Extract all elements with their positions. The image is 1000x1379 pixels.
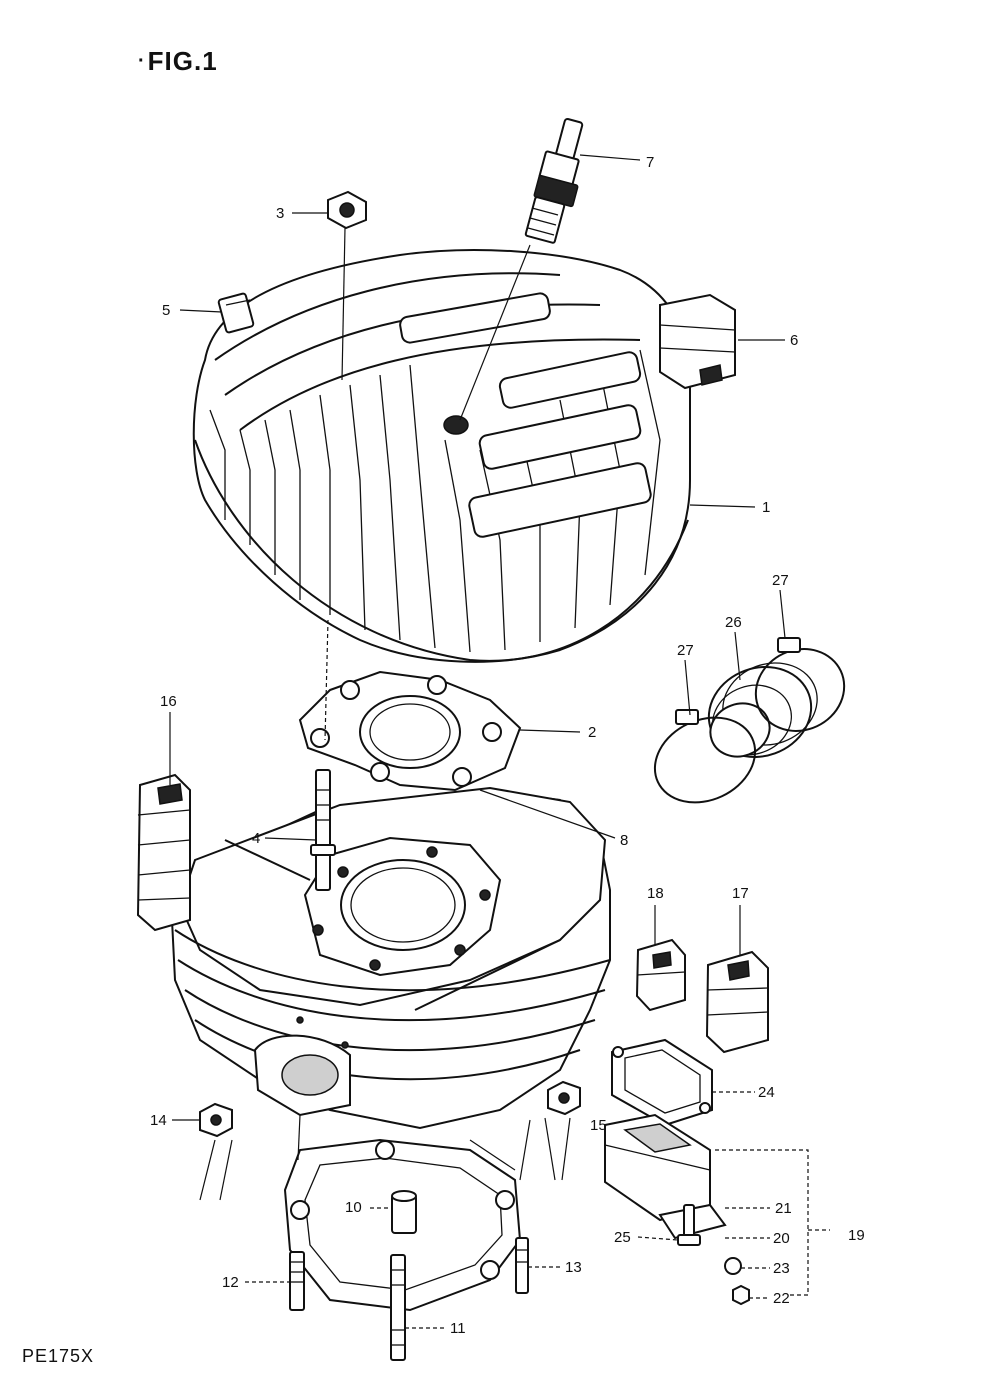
damper-rubber-17 bbox=[705, 950, 769, 1054]
callout-27-rear: 27 bbox=[772, 572, 789, 589]
callout-4: 4 bbox=[252, 830, 260, 847]
reed-valve-gasket bbox=[611, 1038, 713, 1127]
callout-7: 7 bbox=[646, 154, 654, 171]
reed-valve-nut bbox=[732, 1284, 750, 1306]
group-bracket bbox=[715, 1149, 809, 1296]
figure-title-text: FIG.1 bbox=[147, 46, 218, 76]
cylinder-nut-right bbox=[544, 1080, 581, 1181]
callout-1: 1 bbox=[762, 499, 770, 516]
callout-10: 10 bbox=[345, 1199, 362, 1216]
callout-15: 15 bbox=[590, 1117, 607, 1134]
damper-rubber-18 bbox=[635, 938, 686, 1012]
callout-6: 6 bbox=[790, 332, 798, 349]
callout-26: 26 bbox=[725, 614, 742, 631]
cylinder-head-nut bbox=[327, 190, 367, 381]
callout-23: 23 bbox=[773, 1260, 790, 1277]
callout-3: 3 bbox=[276, 205, 284, 222]
stud-11 bbox=[390, 1254, 406, 1361]
leader-lines bbox=[169, 154, 786, 1329]
callout-13: 13 bbox=[565, 1259, 582, 1276]
callout-18: 18 bbox=[647, 885, 664, 902]
callout-numbers: 1 2 3 4 5 6 7 8 10 11 12 13 14 15 16 17 … bbox=[150, 154, 865, 1337]
leader-line bbox=[519, 1119, 531, 1181]
callout-20: 20 bbox=[773, 1230, 790, 1247]
stud-13 bbox=[515, 1237, 529, 1294]
callout-5: 5 bbox=[162, 302, 170, 319]
callout-14: 14 bbox=[150, 1112, 167, 1129]
intake-clamp-rear bbox=[754, 637, 846, 732]
figure-title: ·FIG.1 bbox=[138, 46, 218, 76]
reed-valve-lock-washer bbox=[724, 1257, 742, 1275]
reed-valve-body bbox=[604, 1113, 711, 1222]
callout-2: 2 bbox=[588, 724, 596, 741]
model-code: PE175X bbox=[22, 1346, 95, 1366]
stud-bolt bbox=[310, 769, 336, 891]
dowel-pin bbox=[391, 1190, 417, 1234]
callout-11: 11 bbox=[450, 1320, 466, 1337]
callout-8: 8 bbox=[620, 832, 628, 849]
stud-12 bbox=[289, 1251, 305, 1311]
damper-rubber-5 bbox=[217, 292, 255, 334]
callout-17: 17 bbox=[732, 885, 749, 902]
leader-line bbox=[297, 1114, 301, 1161]
intake-clamp-front bbox=[653, 709, 757, 804]
damper-rubber-6 bbox=[659, 293, 736, 390]
callout-27-front: 27 bbox=[677, 642, 694, 659]
callout-16: 16 bbox=[160, 693, 177, 710]
callout-12: 12 bbox=[222, 1274, 239, 1291]
damper-rubber-16 bbox=[136, 773, 191, 932]
callout-21: 21 bbox=[775, 1200, 792, 1217]
cylinder-head bbox=[192, 249, 691, 663]
spark-plug bbox=[459, 118, 584, 421]
callout-22: 22 bbox=[773, 1290, 790, 1307]
callout-24: 24 bbox=[758, 1084, 775, 1101]
cylinder bbox=[170, 786, 611, 1130]
cylinder-nut-left bbox=[199, 1102, 233, 1201]
leader-line bbox=[469, 1139, 516, 1171]
intake-pipe bbox=[707, 662, 818, 759]
callout-19: 19 bbox=[848, 1227, 865, 1244]
reed-valve-screw bbox=[677, 1204, 701, 1246]
callout-25: 25 bbox=[614, 1229, 631, 1246]
head-gasket bbox=[298, 619, 522, 792]
